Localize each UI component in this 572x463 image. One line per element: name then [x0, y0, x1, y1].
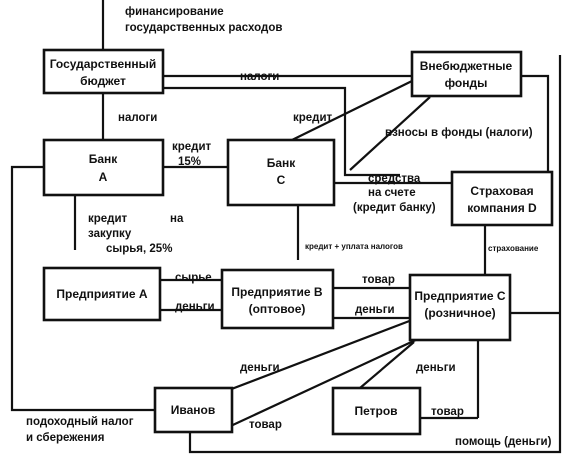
node-bank-c-line-2: С [277, 173, 286, 187]
income-tax-line [10, 165, 155, 412]
node-bank-c-line-1: Банк [267, 156, 297, 170]
connectors [10, 0, 562, 454]
label-income-tax-1: подоходный налог [26, 416, 134, 428]
label-credit-15-1: кредит [172, 141, 212, 153]
label-taxes-left: налоги [118, 112, 157, 124]
label-credit-taxes: кредит + уплата налогов [305, 242, 403, 251]
node-enterprise-a: Предприятие А [42, 266, 162, 322]
label-credit-25-4: сырья, 25% [106, 243, 172, 255]
node-budget: Государственный бюджет [42, 48, 165, 95]
node-funds: Внебюджетные фонды [410, 50, 523, 98]
node-insurance-line-1: Страховая [470, 184, 533, 198]
node-petrov-line-1: Петров [354, 404, 397, 418]
aid-line [188, 55, 562, 454]
node-funds-line-2: фонды [445, 76, 488, 90]
node-bank-a-line-2: А [99, 170, 108, 184]
node-enterprise-b: Предприятие В (оптовое) [220, 268, 335, 330]
node-enterprise-c: Предприятие С (розничное) [408, 273, 512, 342]
label-money-petrov: деньги [416, 362, 456, 374]
node-bank-a: Банк А [42, 138, 165, 197]
label-aid: помощь (деньги) [455, 436, 552, 448]
node-budget-line-2: бюджет [80, 74, 126, 88]
label-money-bc: деньги [355, 304, 395, 316]
node-ivanov-line-1: Иванов [171, 403, 215, 417]
node-enterprise-b-line-2: (оптовое) [249, 302, 306, 316]
label-money-ab: деньги [175, 301, 215, 313]
funds-contrib-line [349, 96, 431, 171]
label-financing-2: государственных расходов [125, 22, 282, 34]
node-budget-line-1: Государственный [50, 57, 157, 71]
money-petrov-line [359, 341, 415, 389]
edge-labels: финансирование государственных расходов … [26, 6, 552, 448]
label-goods-bc: товар [362, 274, 395, 286]
label-funds-account-3: (кредит банку) [353, 202, 436, 214]
label-credit-25-3: закупку [88, 228, 132, 240]
label-taxes-top: налоги [240, 71, 279, 83]
node-enterprise-a-line-1: Предприятие А [56, 287, 147, 301]
node-petrov: Петров [331, 386, 422, 436]
node-enterprise-b-line-1: Предприятие В [231, 285, 322, 299]
label-raw: сырье [175, 272, 212, 284]
label-money-ivanov: деньги [240, 362, 280, 374]
label-funds-account-1: средства [368, 173, 421, 185]
node-bank-c: Банк С [226, 138, 336, 207]
label-contributions: взносы в фонды (налоги) [385, 127, 533, 139]
label-financing-1: финансирование [125, 6, 224, 18]
label-goods-petrov: товар [431, 406, 464, 418]
label-credit-15-2: 15% [178, 156, 201, 168]
label-insurance-flow: страхование [488, 244, 539, 253]
label-credit-25-1: кредит [88, 213, 128, 225]
node-insurance: Страховая компания D [450, 170, 554, 227]
node-enterprise-c-line-1: Предприятие С [414, 289, 505, 303]
label-credit-25-2: на [170, 213, 184, 225]
node-funds-line-1: Внебюджетные [420, 59, 513, 73]
label-funds-account-2: на счете [368, 187, 416, 199]
node-enterprise-c-line-2: (розничное) [424, 306, 495, 320]
label-goods-ivanov: товар [249, 419, 282, 431]
label-income-tax-2: и сбережения [26, 432, 104, 444]
node-insurance-line-2: компания D [467, 201, 537, 215]
label-credit-funds: кредит [293, 112, 333, 124]
goods-ivanov-line [221, 337, 421, 431]
node-bank-a-line-1: Банк [89, 152, 119, 166]
node-ivanov: Иванов [153, 386, 234, 434]
money-ivanov-line [207, 318, 413, 400]
funds-bank-c-credit-line [291, 79, 415, 141]
budget-bank-c-line [163, 86, 400, 177]
